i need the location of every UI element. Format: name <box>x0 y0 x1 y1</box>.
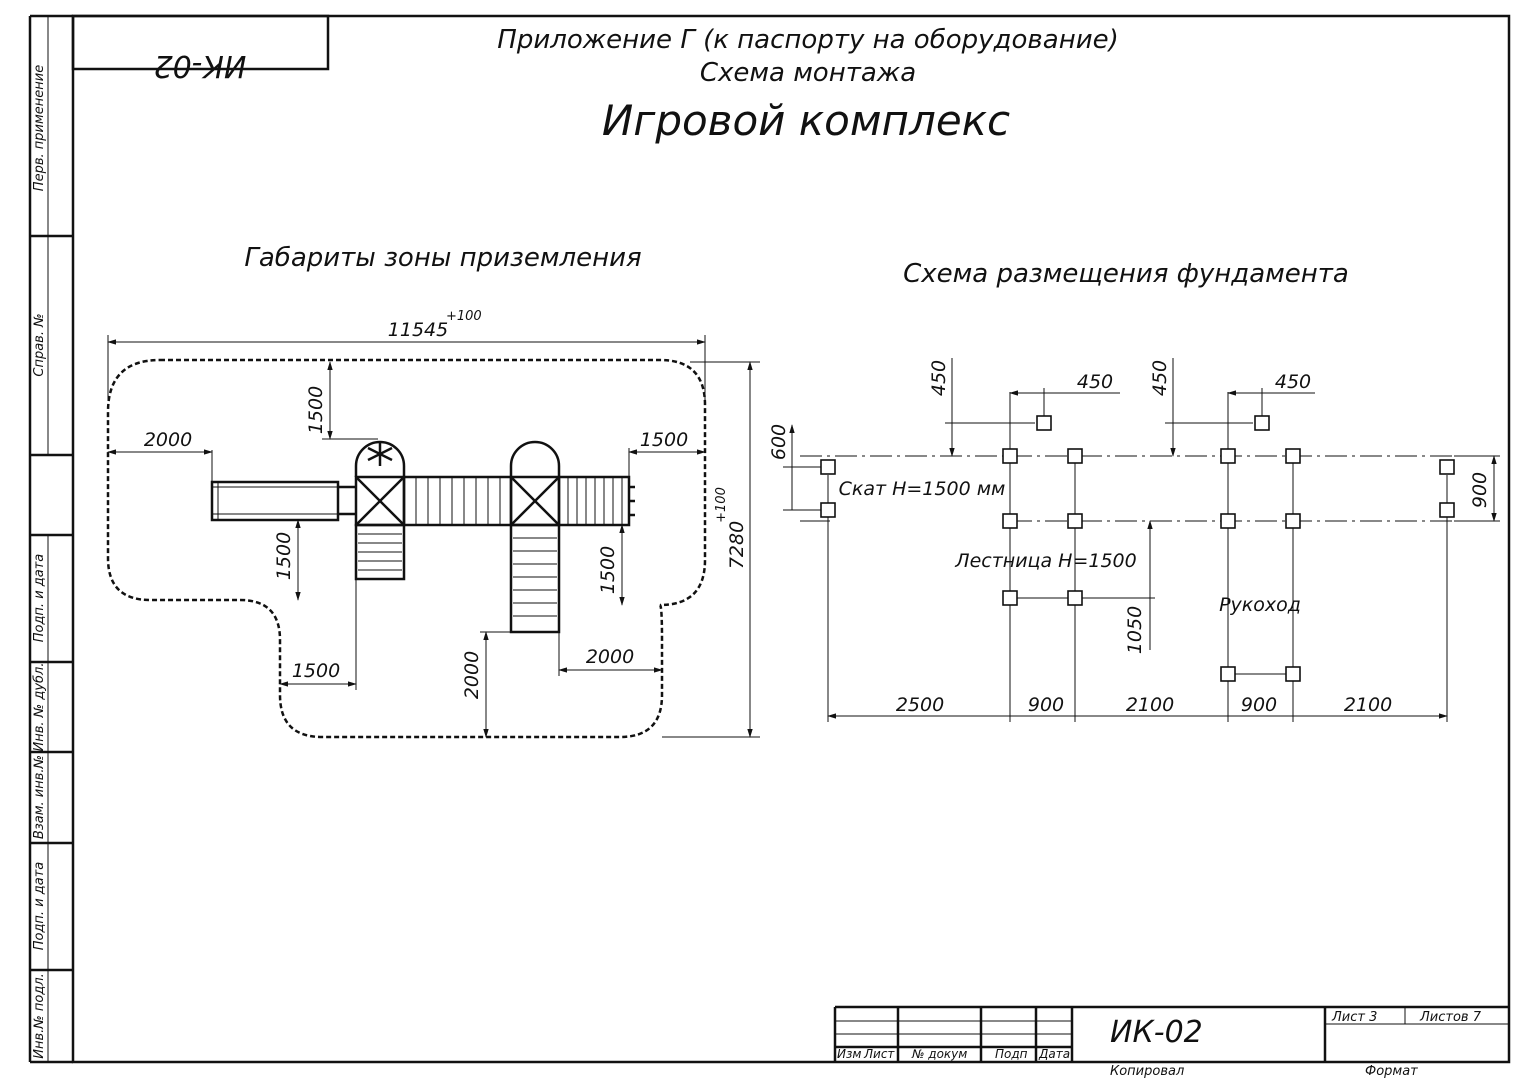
label-monkey-bars: Рукоход <box>1219 594 1301 616</box>
tb-col-date: Дата <box>1038 1047 1070 1061</box>
dim-900-right: 900 <box>1469 472 1491 508</box>
subtitle-appendix: Приложение Г (к паспорту на оборудование… <box>497 25 1118 55</box>
dim-bottom-mid: 2000 <box>461 651 483 699</box>
dim-width-tol: +100 <box>446 309 482 324</box>
dim-bottom-right: 2000 <box>586 646 634 668</box>
foundation-labels: Скат Н=1500 мм Лестница Н=1500 Рукоход <box>839 478 1301 616</box>
code-mirrored: ИК-02 <box>154 48 247 83</box>
dim-600: 600 <box>768 424 790 460</box>
stamp-sign-date-1: Подп. и дата <box>32 554 47 643</box>
dim-450-v2: 450 <box>1149 360 1171 396</box>
dim-bottom-2100b: 2100 <box>1344 694 1392 716</box>
subtitle-scheme: Схема монтажа <box>700 58 916 88</box>
label-ladder: Лестница Н=1500 <box>954 550 1136 572</box>
sheet-frame <box>28 14 1511 1064</box>
dim-height-tol: +100 <box>714 487 729 523</box>
foundation-axes <box>800 455 1500 522</box>
tb-col-izm: Изм <box>837 1047 861 1061</box>
dim-450-v1: 450 <box>928 360 950 396</box>
dim-bottom-2100a: 2100 <box>1126 694 1174 716</box>
landing-zone-outline <box>106 358 707 739</box>
dim-width: 11545 <box>388 319 448 341</box>
dim-bottom-900b: 900 <box>1241 694 1277 716</box>
dim-right: 1500 <box>640 429 688 451</box>
tb-col-doc: № докум <box>911 1047 967 1061</box>
tb-sheets: Листов 7 <box>1419 1010 1482 1025</box>
title-block: ИК-02 Лист 3 Листов 7 Изм Лист № докум П… <box>833 1005 1509 1079</box>
code-box: ИК-02 <box>71 14 330 83</box>
tb-copied: Копировал <box>1110 1064 1184 1079</box>
stamp-repl-inv: Взам. инв.№ <box>32 755 47 839</box>
dim-left: 2000 <box>144 429 192 451</box>
stamp-sign-date-2: Подп. и дата <box>32 862 47 951</box>
tb-format: Формат <box>1365 1064 1418 1079</box>
side-stamps: Перв. применение Справ. № Подп. и дата И… <box>32 65 47 1059</box>
dim-1050: 1050 <box>1124 606 1146 654</box>
dim-left-lower: 1500 <box>273 532 295 580</box>
foundation-lines <box>827 392 1448 722</box>
foundation-heading: Схема размещения фундамента <box>903 259 1349 289</box>
dim-right-lower: 1500 <box>597 546 619 594</box>
dim-450-h2: 450 <box>1275 371 1311 393</box>
landing-zone-heading: Габариты зоны приземления <box>244 243 641 273</box>
tb-col-sign: Подп <box>995 1047 1028 1061</box>
tb-code: ИК-02 <box>1110 1015 1203 1050</box>
dim-450-h1: 450 <box>1077 371 1113 393</box>
foundation-pads <box>820 415 1455 682</box>
dim-bottom-2500: 2500 <box>896 694 944 716</box>
tb-sheet: Лист 3 <box>1331 1010 1377 1025</box>
label-slide: Скат Н=1500 мм <box>839 478 1006 500</box>
stamp-ref-no: Справ. № <box>32 313 47 376</box>
page-title: Игровой комплекс <box>602 96 1010 145</box>
dim-bottom-900a: 900 <box>1028 694 1064 716</box>
play-structure <box>210 440 635 634</box>
stamp-first-use: Перв. применение <box>32 65 47 191</box>
stamp-inv-dup: Инв. № дубл. <box>32 663 47 752</box>
landing-zone-dimensions: 11545 +100 7280 +100 1500 2000 1500 1500… <box>107 309 760 738</box>
stamp-inv-orig: Инв.№ подл. <box>32 973 47 1059</box>
dim-bottom-left: 1500 <box>292 660 340 682</box>
dim-top: 1500 <box>305 386 327 434</box>
tb-col-list: Лист <box>863 1047 895 1061</box>
dim-height: 7280 <box>726 521 748 569</box>
foundation-dimensions: 450 450 450 450 600 900 1050 2500 900 21… <box>768 358 1500 719</box>
